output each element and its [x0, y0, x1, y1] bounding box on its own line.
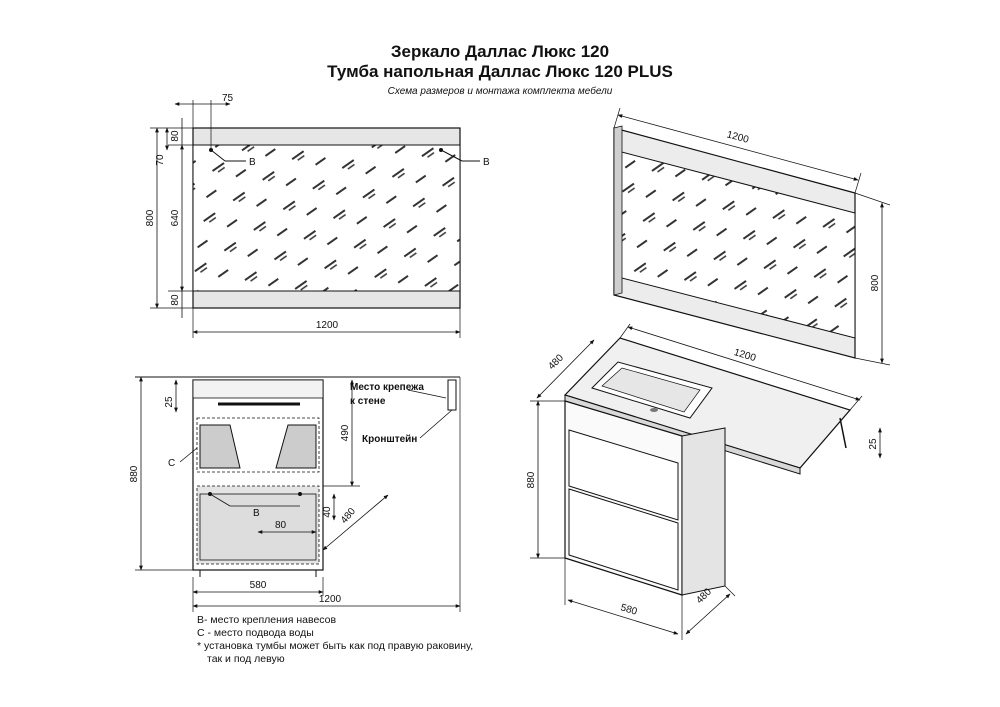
dim-880-front: 880: [129, 465, 140, 482]
dim-800-mirror-3d: 800: [870, 274, 881, 291]
dim-1200-mirror-3d: 1200: [725, 129, 750, 145]
dim-75: 75: [222, 93, 234, 104]
label-wall-mount-1: Место крепежа: [350, 382, 424, 393]
mirror-glass: [192, 144, 461, 292]
siphon-left: [199, 424, 241, 469]
dim-880-3d: 880: [526, 471, 537, 488]
marker-b-left: B: [249, 157, 256, 168]
drawer-upper-3d: [568, 429, 679, 521]
marker-c: C: [168, 458, 175, 469]
dim-1200-front: 1200: [319, 594, 342, 605]
upper-drawer-outline: [196, 417, 320, 473]
dim-1200-mirror: 1200: [316, 320, 339, 331]
dim-40: 40: [322, 506, 333, 518]
mirror-3d-view: 1200 800: [613, 107, 891, 366]
mirror-front-view: B B 75 800 640 80 70 80 1200: [145, 93, 490, 338]
legend-line-3: * установка тумбы может быть как под пра…: [197, 640, 474, 652]
legend: B- место крепления навесов C - место под…: [197, 614, 473, 666]
dim-25-3d: 25: [868, 438, 879, 450]
title-line-2: Тумба напольная Даллас Люкс 120 PLUS: [327, 62, 673, 81]
dim-580-3d: 580: [619, 602, 639, 618]
cabinet-3d-view: 480 1200 880 25 580 480: [526, 323, 882, 640]
legend-line-4: так и под левую: [207, 653, 285, 665]
drawer-lower-3d: [568, 488, 679, 591]
dim-25-front: 25: [164, 396, 175, 408]
marker-b-cabinet: B: [253, 508, 260, 519]
dim-80-top: 80: [170, 130, 181, 142]
label-bracket: Кронштейн: [362, 434, 417, 445]
label-wall-mount-2: к стене: [350, 396, 386, 407]
marker-b-right: B: [483, 157, 490, 168]
siphon-right: [275, 424, 317, 469]
cabinet-front-view: B C 25 880 490 40 80 480 Место крепежа к…: [129, 376, 461, 612]
dim-80-bottom: 80: [170, 294, 181, 306]
dim-70: 70: [155, 154, 166, 166]
title-line-1: Зеркало Даллас Люкс 120: [390, 42, 610, 61]
dim-480-top-3d: 480: [546, 352, 566, 372]
dim-640: 640: [170, 209, 181, 226]
legend-line-1: B- место крепления навесов: [197, 614, 337, 626]
dim-80-bracket: 80: [275, 520, 287, 531]
legend-line-2: C - место подвода воды: [197, 627, 314, 639]
dim-490: 490: [340, 424, 351, 441]
subtitle: Схема размеров и монтажа комплекта мебел…: [387, 86, 613, 97]
dim-800: 800: [145, 209, 156, 226]
dim-580-front: 580: [250, 580, 267, 591]
dim-1200-3d: 1200: [732, 347, 757, 364]
